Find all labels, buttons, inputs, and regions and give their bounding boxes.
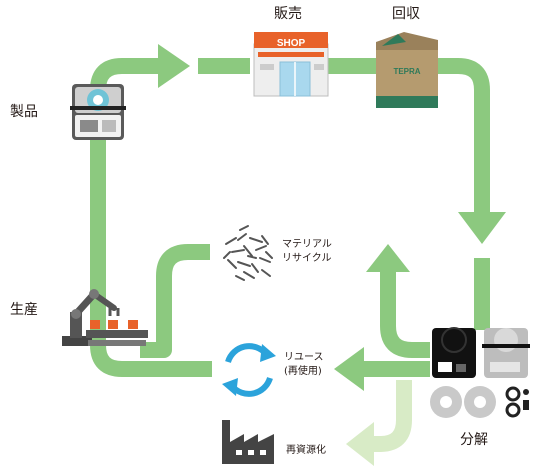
shredded-material-icon [223, 225, 273, 281]
label-reuse: リユース (再使用) [284, 351, 324, 378]
label-material-recycle: マテリアル リサイクル [282, 238, 332, 265]
label-material-recycle-line1: マテリアル [282, 239, 332, 250]
flow-material-to-production [140, 244, 210, 358]
arrowhead-to-material [366, 244, 410, 272]
disassembly-parts-icon [430, 327, 530, 418]
product-cartridge-icon [70, 84, 126, 140]
label-collection: 回収 [392, 6, 420, 22]
label-reuse-line1: リユース [284, 352, 324, 363]
arrowhead-down-collection [458, 212, 506, 244]
label-sales: 販売 [274, 6, 302, 22]
arrowhead-to-shop [158, 44, 190, 88]
production-robot-icon [62, 289, 148, 346]
label-product: 製品 [10, 104, 38, 120]
label-disassembly: 分解 [460, 432, 488, 448]
flow-loop [90, 58, 490, 377]
label-material-recycle-line2: リサイクル [282, 252, 332, 264]
shop-sign: SHOP [277, 38, 306, 49]
label-production: 生産 [10, 302, 38, 318]
flow-collection-down [438, 58, 490, 212]
label-resource: 再資源化 [286, 445, 326, 456]
factory-icon [222, 420, 274, 464]
shop-icon [253, 32, 329, 97]
flow-to-resource [346, 380, 412, 466]
collection-box-icon [376, 32, 438, 108]
reuse-cycle-arrowheads [222, 344, 276, 396]
flow-arrowheads [158, 44, 506, 391]
label-reuse-line2: (再使用) [284, 365, 322, 377]
flow-disassembly-to-material [380, 272, 430, 358]
box-label: TEPRA [393, 67, 420, 76]
arrowhead-to-reuse [334, 347, 364, 391]
